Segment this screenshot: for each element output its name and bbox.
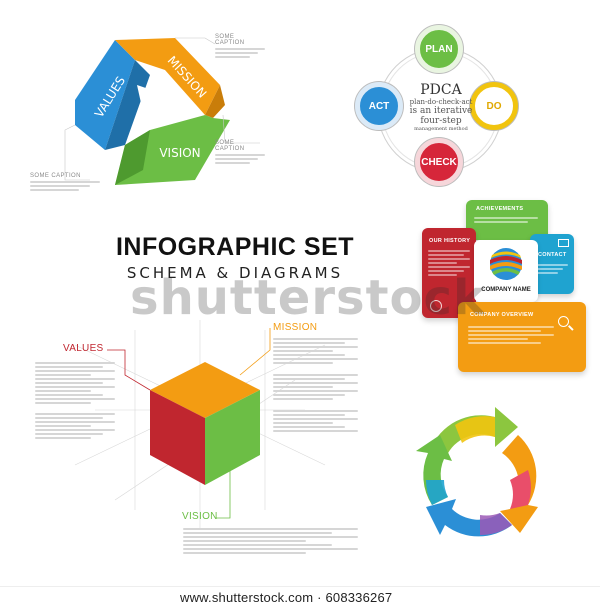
vision-band-shade (115, 130, 150, 185)
footer-url[interactable]: www.shutterstock.com · 608336267 (180, 590, 393, 605)
plan-circle: PLAN (415, 25, 463, 73)
triangle-graphic (64, 37, 260, 185)
mission-text (273, 336, 358, 434)
vision-label: VISION (159, 146, 201, 160)
cube-values-label: VALUES (63, 343, 104, 354)
achievements-card: ACHIEVEMENTS (466, 200, 548, 240)
history-label: OUR HISTORY (429, 238, 471, 244)
check-label: CHECK (421, 156, 457, 168)
cycle-arrow-left (416, 435, 452, 505)
cycle-arrows-graphic (416, 407, 538, 537)
overview-card: COMPANY OVERVIEW (458, 302, 586, 372)
check-circle: CHECK (415, 138, 463, 186)
contact-mail-icon (558, 239, 569, 247)
caption-block-right: SOME CAPTION (215, 140, 265, 166)
pdca-diagram: PLAN DO CHECK ACT PDCA plan-do-check-act… (350, 20, 530, 200)
pdca-line2: four-step (420, 116, 462, 126)
caption-top: SOME CAPTION (215, 34, 245, 46)
caption-right: SOME CAPTION (215, 140, 245, 152)
mission-band-shade (205, 85, 225, 118)
achievements-label: ACHIEVEMENTS (476, 206, 524, 212)
caption-block-top: SOME CAPTION (215, 34, 265, 60)
cube-graphic (74, 320, 326, 530)
cube-mission-label: MISSION (273, 322, 318, 333)
company-logo-icon (490, 248, 522, 280)
cube-left-face (150, 390, 205, 485)
search-icon (558, 316, 569, 327)
inner-triangle (137, 85, 187, 130)
pdca-title: PDCA (420, 82, 462, 98)
overview-label: COMPANY OVERVIEW (470, 312, 534, 318)
cycle-diagram (400, 395, 560, 555)
mission-band (115, 38, 220, 115)
do-circle: DO (470, 82, 518, 130)
values-band-shade (105, 60, 150, 150)
plan-label: PLAN (425, 43, 453, 55)
company-name-card: COMPANY NAME (474, 240, 538, 302)
do-label: DO (486, 100, 502, 112)
main-subtitle: SCHEMA & DIAGRAMS (126, 264, 344, 282)
caption-block-left: SOME CAPTION (30, 173, 100, 193)
pdca-subtitle: plan-do-check-act (409, 98, 473, 106)
footer-bar (0, 586, 600, 607)
act-circle: ACT (355, 82, 403, 130)
cube-diagram: VALUES MISSION VISION (35, 320, 365, 560)
main-title: INFOGRAPHIC SET (115, 233, 355, 261)
pdca-line1: is an iterative (409, 106, 473, 116)
pdca-line3: management method (414, 126, 468, 132)
company-panel: ACHIEVEMENTS OUR HISTORY CONTACT (418, 200, 588, 375)
history-icon (430, 300, 442, 312)
vision-band (115, 115, 230, 185)
vision-text (183, 526, 358, 556)
contact-label: CONTACT (538, 252, 567, 258)
values-text (35, 360, 115, 441)
triangle-diagram: VALUES MISSION VISION SOME CAPTION SOME … (30, 30, 265, 200)
cube-vision-label: VISION (182, 511, 218, 522)
act-label: ACT (368, 100, 390, 112)
values-band (75, 40, 135, 150)
cube-right-face (205, 390, 260, 485)
pdca-text: PDCA plan-do-check-act is an iterative f… (408, 82, 474, 133)
company-name-label: COMPANY NAME (481, 287, 531, 293)
caption-left: SOME CAPTION (30, 173, 81, 179)
